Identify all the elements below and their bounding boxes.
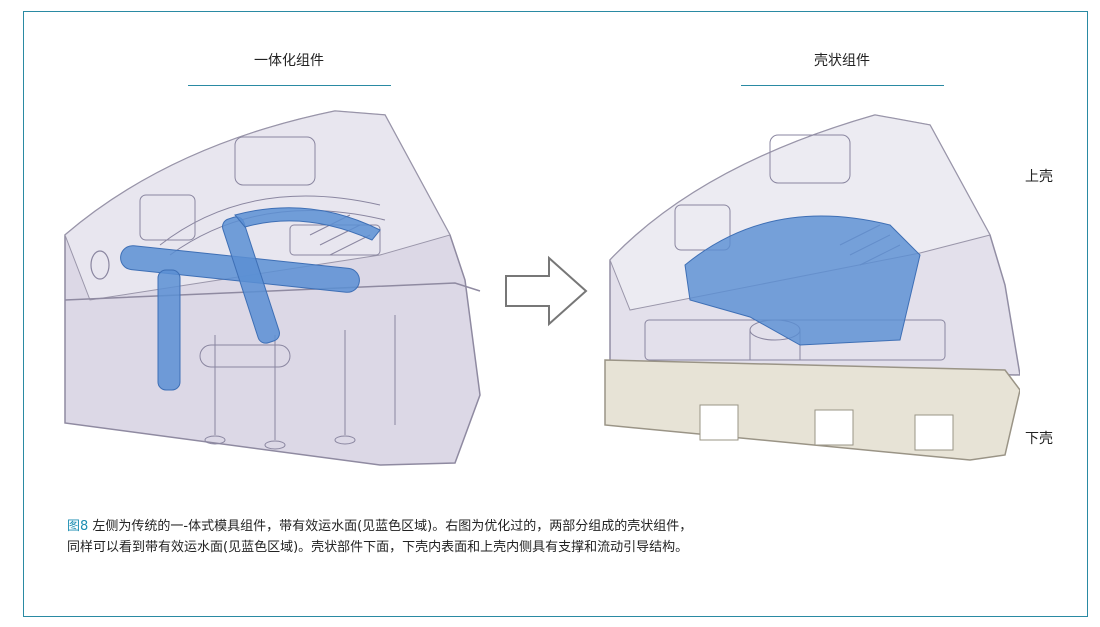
left-title-rule xyxy=(188,85,391,86)
shell-mold-illustration xyxy=(604,114,1020,461)
arrow-right-icon xyxy=(505,255,588,327)
port-ring xyxy=(90,250,110,280)
upper-shell-label: 上壳 xyxy=(1025,169,1053,185)
one-piece-mold-illustration xyxy=(64,110,481,466)
water-surface xyxy=(684,215,921,346)
figure-frame xyxy=(23,11,1088,617)
figure-caption: 图8 左侧为传统的一-体式模具组件，带有效运水面(见蓝色区域)。右图为优化过的，… xyxy=(67,516,867,558)
left-panel-title: 一体化组件 xyxy=(254,53,324,69)
split-line xyxy=(64,282,481,301)
water-channel xyxy=(120,207,381,391)
right-title-rule xyxy=(741,85,944,86)
lower-shell-cutouts xyxy=(699,404,954,451)
caption-line-1-text: 左侧为传统的一-体式模具组件，带有效运水面(见蓝色区域)。右图为优化过的，两部分… xyxy=(88,519,693,534)
caption-line-2: 同样可以看到带有效运水面(见蓝色区域)。壳状部件下面，下壳内表面和上壳内侧具有支… xyxy=(67,540,689,555)
lower-shell-label: 下壳 xyxy=(1025,431,1053,447)
caption-line-1: 图8 左侧为传统的一-体式模具组件，带有效运水面(见蓝色区域)。右图为优化过的，… xyxy=(67,516,867,537)
figure-number: 图8 xyxy=(67,519,89,534)
lower-shell xyxy=(604,359,1020,461)
right-panel-title: 壳状组件 xyxy=(814,53,870,69)
